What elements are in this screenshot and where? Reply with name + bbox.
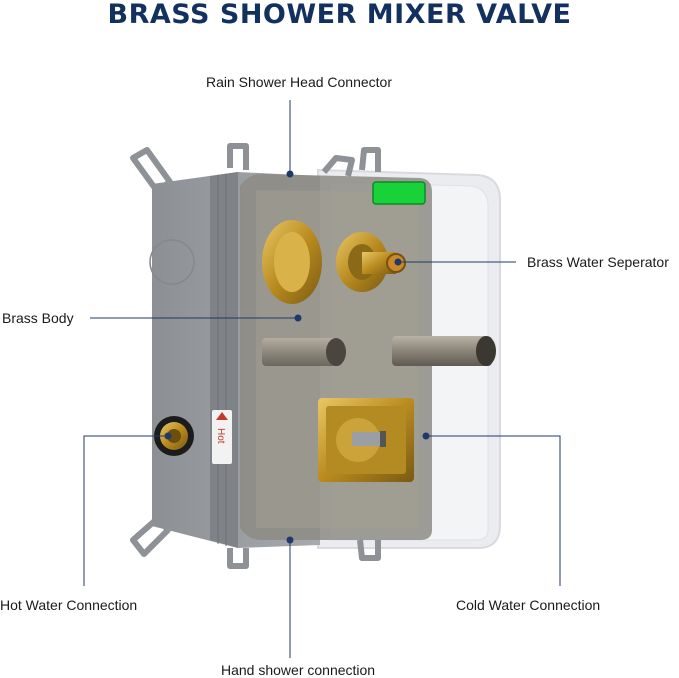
hot-marking-text: Hot	[215, 428, 226, 444]
leader-hot-water	[83, 435, 168, 586]
brass-valve-top	[262, 220, 406, 304]
page-title: BRASS SHOWER MIXER VALVE	[107, 0, 572, 30]
brass-cartridge	[318, 398, 414, 482]
label-brass-body: Brass Body	[2, 310, 74, 326]
label-cold-water-connection: Cold Water Connection	[456, 597, 601, 613]
label-hand-shower-connection: Hand shower connection	[221, 662, 376, 678]
hot-marking: Hot	[212, 410, 232, 464]
label-hot-water-connection: Hot Water Connection	[0, 597, 138, 613]
leader-lines	[83, 100, 561, 658]
leader-cold-water	[426, 435, 561, 586]
hot-water-inlet	[154, 416, 194, 456]
label-rain-shower-head-connector: Rain Shower Head Connector	[206, 74, 392, 90]
label-brass-water-seperator: Brass Water Seperator	[527, 254, 669, 270]
indicator-window	[372, 181, 426, 205]
leader-dots	[164, 170, 430, 544]
outlet-pipes	[262, 336, 496, 366]
